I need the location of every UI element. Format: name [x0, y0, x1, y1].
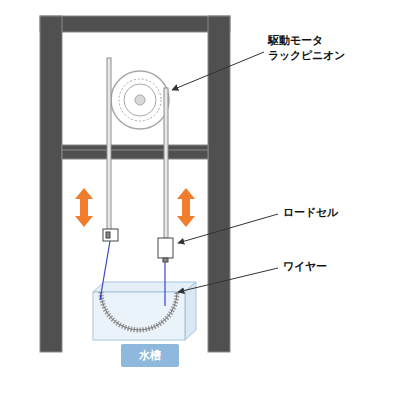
load-cell [158, 238, 173, 262]
top-beam [40, 16, 230, 32]
part-label: ロードセル [283, 206, 373, 221]
part-label: ワイヤー [283, 260, 373, 275]
right-post [208, 16, 230, 352]
tank-label-tab: 水槽 [121, 344, 179, 367]
left-post [40, 16, 62, 352]
wire-clamp [103, 229, 118, 241]
beam-edge [62, 150, 208, 151]
motion-arrows [75, 188, 195, 227]
semicircular-specimen [101, 292, 177, 330]
node-text: 水槽 [139, 348, 161, 363]
right-rack-rod [164, 88, 168, 238]
frame [40, 16, 230, 352]
wire [100, 241, 165, 306]
leader-arrow [172, 52, 278, 292]
part-label: 駆動モータ ラックピニオン [268, 34, 360, 64]
cross-beam [62, 145, 208, 159]
water-tank [93, 282, 196, 340]
pinion-wheel [111, 71, 169, 129]
left-rack-rod [107, 58, 111, 230]
